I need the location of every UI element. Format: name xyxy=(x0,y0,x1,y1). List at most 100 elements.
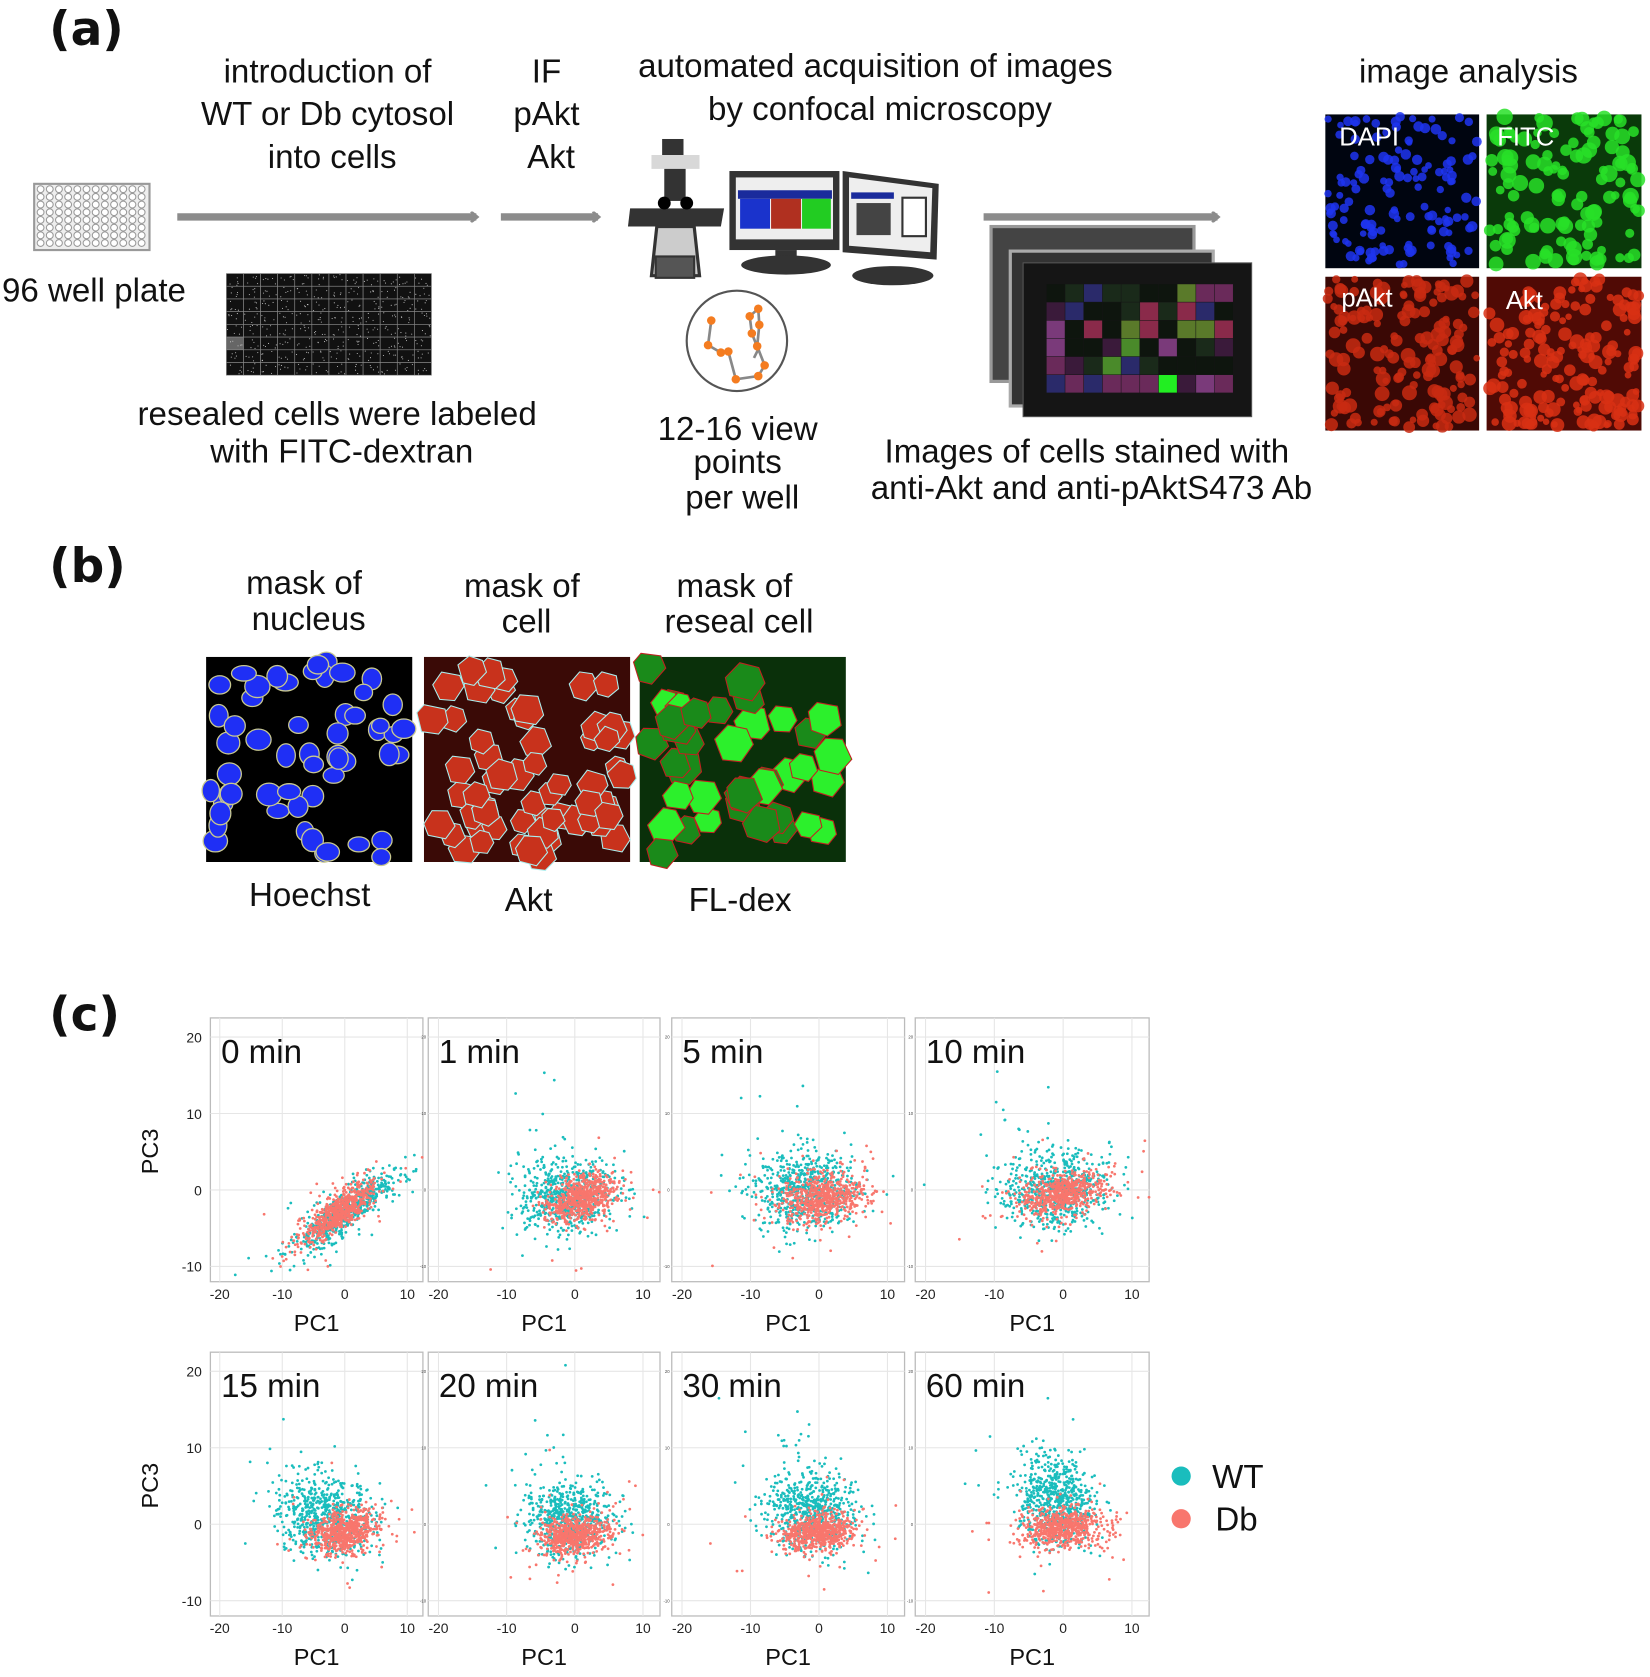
scatter-point-wt xyxy=(806,1162,810,1166)
scatter-point-wt xyxy=(1124,1166,1128,1169)
scatter-point-db xyxy=(847,1210,850,1214)
scatter-point-db xyxy=(576,1197,579,1201)
scatter-point-wt xyxy=(1095,1170,1099,1174)
scatter-point-db xyxy=(815,1177,819,1181)
well xyxy=(36,200,45,209)
scatter-point-wt xyxy=(766,1207,770,1211)
scatter-point-wt xyxy=(529,1195,533,1199)
well xyxy=(73,208,82,217)
scatter-point-db xyxy=(607,1178,611,1182)
scatter-point-wt xyxy=(1029,1158,1033,1162)
well-tile xyxy=(1177,375,1196,393)
scatter-point-wt xyxy=(526,1209,530,1213)
well-tile xyxy=(1102,356,1121,375)
scatter-point-wt xyxy=(746,1185,750,1189)
scatter-point-db xyxy=(333,1210,337,1213)
scatter-point-wt xyxy=(1011,1162,1015,1166)
scatter-point-db xyxy=(377,1190,381,1193)
scatter-point-db xyxy=(812,1184,816,1188)
scatter-point-db xyxy=(597,1136,601,1140)
scatter-point-wt xyxy=(1040,1156,1044,1160)
well-image xyxy=(362,336,381,351)
scatter-point-db xyxy=(572,1190,576,1194)
scatter-point-db xyxy=(577,1169,581,1173)
scatter-point-wt xyxy=(1017,1185,1020,1189)
scatter-point-db xyxy=(805,1228,809,1232)
scatter-point-wt xyxy=(799,1163,803,1167)
scatter-point-db xyxy=(609,1198,612,1202)
images-caption: Images of cells stained with anti-Akt an… xyxy=(871,434,1313,507)
scatter-point-wt xyxy=(843,1131,846,1135)
nucleus xyxy=(266,664,289,688)
viewpoints-icon xyxy=(685,289,789,393)
channel-label-dapi: DAPI xyxy=(1339,123,1399,151)
nucleus xyxy=(306,654,330,675)
scatter-point-wt xyxy=(830,1215,834,1219)
scatter-point-db xyxy=(353,1198,357,1202)
scatter-point-wt xyxy=(549,1147,553,1151)
scatter-point-db xyxy=(584,1217,588,1221)
well xyxy=(64,239,73,247)
scatter-point-db xyxy=(865,1195,869,1199)
scatter-point-wt xyxy=(1110,1145,1113,1149)
panel-title: 5 min xyxy=(682,1034,763,1071)
panel-title: 10 min xyxy=(926,1034,1025,1071)
scatter-point-wt xyxy=(289,1238,293,1242)
scatter-point-wt xyxy=(801,1084,805,1088)
scatter-point-db xyxy=(303,1224,306,1228)
scatter-point-wt xyxy=(320,1247,324,1250)
scatter-point-db xyxy=(845,1178,849,1182)
scatter-point-wt xyxy=(809,1172,813,1176)
scatter-point-db xyxy=(293,1250,297,1254)
well-tile xyxy=(1065,302,1084,321)
scatter-point-db xyxy=(313,1225,317,1229)
scatter-point-wt xyxy=(542,1166,546,1170)
cell xyxy=(606,759,637,789)
scatter-point-db xyxy=(599,1195,603,1199)
scatter-point-wt xyxy=(531,1192,534,1196)
scatter-point-wt xyxy=(529,1199,533,1203)
scatter-point-db xyxy=(832,1175,836,1179)
scatter-point-db xyxy=(833,1188,837,1192)
scatter-point-db xyxy=(363,1200,366,1204)
scatter-point-wt xyxy=(1014,1181,1018,1185)
scatter-point-db xyxy=(338,1206,342,1210)
scatter-point-wt xyxy=(784,1231,788,1234)
scatter-point-db xyxy=(813,1181,817,1185)
scatter-point-db xyxy=(569,1179,573,1183)
scatter-point-db xyxy=(308,1245,312,1249)
scatter-point-wt xyxy=(779,1159,783,1163)
scatter-point-wt xyxy=(760,1189,764,1193)
scatter-point-db xyxy=(580,1176,584,1179)
scatter-point-wt xyxy=(738,1177,742,1180)
y-tick-label: -10 xyxy=(663,1264,670,1269)
scatter-point-wt xyxy=(871,1209,875,1213)
scatter-point-db xyxy=(612,1190,615,1194)
scatter-point-db xyxy=(753,1175,757,1179)
well xyxy=(64,185,73,194)
x-tick-label: 10 xyxy=(635,1286,651,1302)
well xyxy=(82,239,91,247)
scatter-point-wt xyxy=(559,1226,563,1230)
scatter-point-db xyxy=(825,1220,828,1223)
scatter-point-db xyxy=(813,1167,816,1171)
scatter-point-wt xyxy=(526,1217,530,1220)
scatter-point-wt xyxy=(744,1188,748,1191)
scatter-point-db xyxy=(602,1211,606,1215)
well-plate-icon xyxy=(33,182,151,252)
scatter-point-wt xyxy=(568,1247,572,1251)
scatter-point-wt xyxy=(1046,1085,1050,1089)
scatter-point-db xyxy=(302,1216,306,1220)
scatter-point-wt xyxy=(561,1165,564,1169)
scatter-point-db xyxy=(612,1219,615,1223)
scatter-point-db xyxy=(565,1220,569,1224)
well xyxy=(82,223,91,232)
scatter-point-db xyxy=(598,1172,602,1176)
scatter-point-db xyxy=(308,1236,311,1240)
scatter-point-wt xyxy=(792,1241,796,1245)
scatter-point-wt xyxy=(1026,1143,1030,1147)
scatter-point-db xyxy=(341,1190,345,1193)
scatter-point-wt xyxy=(536,1213,540,1217)
scatter-point-wt xyxy=(532,1167,536,1170)
scatter-point-db xyxy=(297,1236,300,1239)
